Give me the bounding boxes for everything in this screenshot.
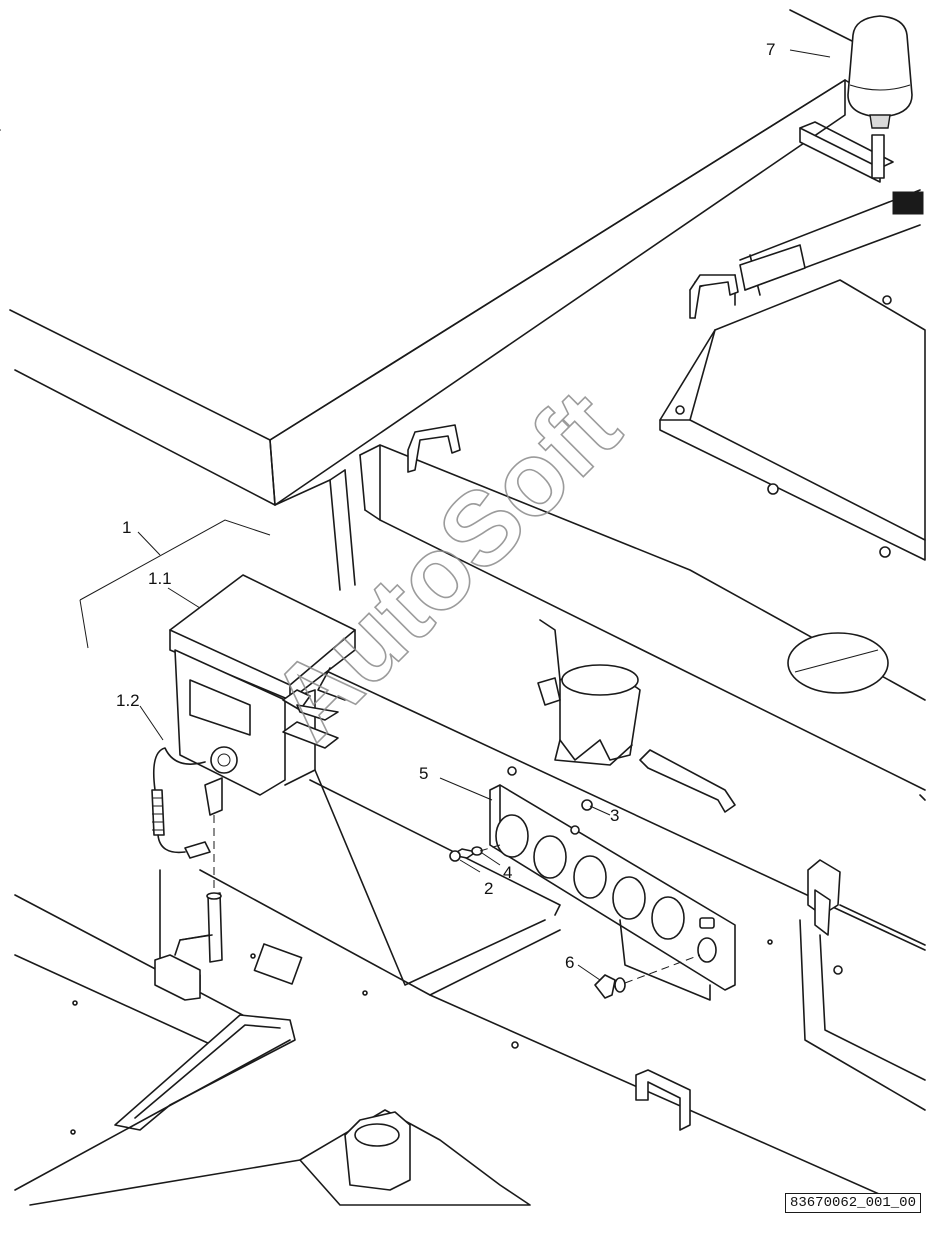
mounting-bracket — [174, 667, 346, 963]
callouts: 1 1.1 1.2 2 3 4 5 6 7 — [116, 40, 775, 972]
grab-handle — [639, 749, 736, 813]
beacon-lamp — [847, 15, 913, 129]
floor — [14, 769, 916, 1211]
leader-lines — [79, 49, 831, 981]
switch-panel — [309, 667, 926, 1001]
control-unit — [169, 574, 356, 816]
screw-set — [449, 799, 593, 862]
callout-1-1: 1.1 — [148, 569, 172, 588]
reference-code: 83670062_001_00 — [784, 1193, 921, 1213]
cab-roof — [0, 9, 881, 591]
coiled-cable — [151, 747, 211, 859]
door-latch — [799, 859, 926, 1111]
callout-1: 1 — [122, 518, 131, 537]
seat-base — [29, 1109, 531, 1206]
beacon-bracket — [799, 121, 894, 183]
cup-holder — [537, 619, 641, 766]
callout-7: 7 — [766, 40, 775, 59]
knob — [594, 954, 701, 999]
callout-5: 5 — [419, 764, 428, 783]
callout-3: 3 — [610, 806, 619, 825]
callout-6: 6 — [565, 953, 574, 972]
callout-2: 2 — [484, 879, 493, 898]
rear-housing — [659, 189, 926, 561]
callout-1-2: 1.2 — [116, 691, 140, 710]
cab-body — [359, 274, 926, 801]
callout-4: 4 — [503, 863, 512, 882]
armrest — [14, 1014, 296, 1191]
